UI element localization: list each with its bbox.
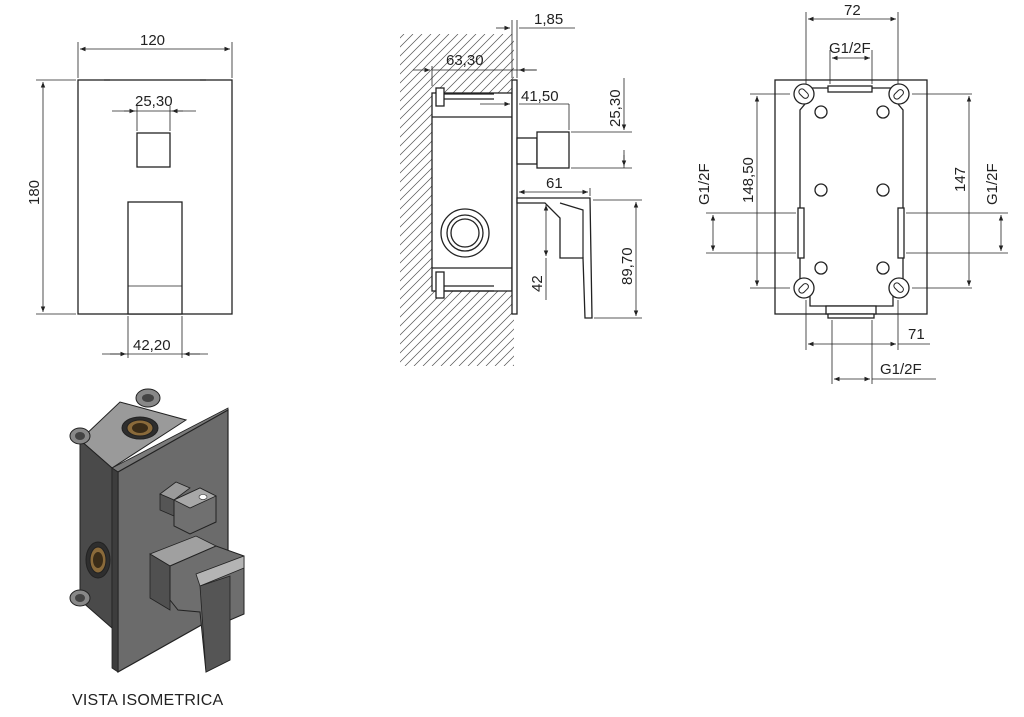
isometric-view [69, 388, 245, 674]
dim-left-thread: G1/2F [696, 163, 713, 205]
hatch-line [400, 34, 459, 93]
hatch-line [404, 256, 514, 366]
hatch-line [400, 220, 514, 336]
hatch-line [400, 34, 486, 120]
hatch-line [431, 283, 514, 366]
side-plate [511, 79, 518, 315]
box-view: 72 G1/2F 148,50 G1/2F 147 G1/2F 71 [696, 2, 1008, 384]
dim-front-height: 180 [26, 180, 43, 205]
mounting-lug-tl [793, 83, 815, 105]
hatch-line [400, 103, 514, 219]
mixer-lever [127, 201, 183, 315]
hatch-line [400, 49, 514, 165]
hatch-line [413, 265, 514, 366]
dim-box-top: 72 [844, 2, 861, 19]
dim-knob-width: 25,30 [135, 93, 173, 110]
built-in-box [431, 92, 513, 292]
hatch-line [400, 34, 504, 138]
hatch-line [400, 211, 514, 327]
dim-bottom-thread: G1/2F [880, 361, 922, 378]
hatch-line [400, 112, 514, 228]
dim-box-depth: 63,30 [446, 52, 484, 69]
mounting-lug-br [888, 277, 910, 299]
dim-knob-depth: 41,50 [521, 88, 559, 105]
hatch-line [400, 34, 513, 147]
side-knob [516, 137, 538, 165]
dim-lever-height: 42 [529, 275, 546, 292]
mounting-lug-bl [793, 277, 815, 299]
hatch-line [400, 85, 514, 201]
iso-lug-top-right [135, 388, 161, 408]
dim-front-width: 120 [140, 32, 165, 49]
hatch-line [400, 76, 514, 192]
hatch-line [400, 67, 514, 183]
hatch-line [440, 292, 514, 366]
iso-lug-bottom [69, 589, 91, 607]
mounting-lug-tr [888, 83, 910, 105]
hatch-line [400, 238, 514, 354]
box-body [799, 87, 904, 307]
hatch-line [449, 301, 514, 366]
dim-lever-offset: 89,70 [619, 247, 636, 285]
hatch-line [422, 274, 514, 366]
hatch-line [400, 58, 514, 174]
iso-caption: VISTA ISOMETRICA [72, 692, 224, 709]
hatch-line [400, 34, 468, 102]
diverter-knob [136, 132, 171, 168]
side-lever [516, 197, 593, 319]
hatch-line [400, 202, 514, 318]
dim-plate-thickness: 1,85 [534, 11, 563, 28]
hatch-line [400, 40, 514, 156]
dim-top-thread: G1/2F [829, 40, 871, 57]
dim-right-height: 147 [952, 167, 969, 192]
front-view: 120 180 25,30 42,20 [26, 32, 233, 358]
hatch-line [400, 247, 514, 363]
dim-lever-depth: 61 [546, 175, 563, 192]
dim-box-bottom: 71 [908, 326, 925, 343]
side-view: 1,85 63,30 41,50 25,30 61 42 89,70 [400, 11, 642, 366]
dim-lever-width: 42,20 [133, 337, 171, 354]
iso-lug-top-left [69, 427, 91, 445]
hatch-line [400, 94, 514, 210]
hatch-line [400, 229, 514, 345]
hatch-line [400, 34, 477, 111]
dim-left-height: 148,50 [740, 157, 757, 203]
dim-right-thread: G1/2F [984, 163, 1001, 205]
dim-knob-size: 25,30 [607, 89, 624, 127]
